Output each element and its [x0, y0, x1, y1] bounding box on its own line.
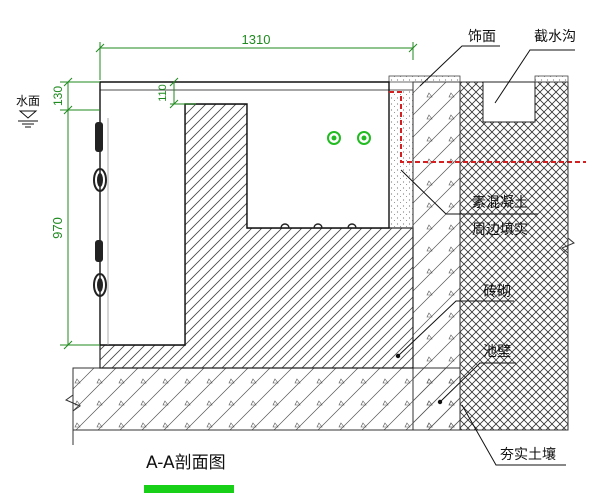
wall-fixtures: [93, 122, 107, 297]
drawing-title: A-A剖面图: [146, 453, 226, 473]
label-pool-wall: 池壁: [483, 344, 511, 360]
dimension-lines: [60, 42, 418, 350]
leader-lines: [397, 45, 575, 466]
foundation-slab: [72, 367, 461, 431]
dimension-width-label: 1310: [242, 32, 271, 47]
dimension-inner-step-label: 110: [157, 84, 169, 102]
floor-lights: [280, 223, 357, 229]
water-surface-label: 水面: [16, 94, 40, 108]
dimension-top-band-label: 130: [51, 86, 65, 106]
plain-concrete-strip: [388, 89, 414, 229]
dimension-height-label: 970: [50, 217, 65, 239]
compacted-soil-zone: [459, 81, 569, 431]
break-lines: [64, 82, 575, 445]
title-underline-bar: [144, 485, 234, 493]
label-drain-channel: 截水沟: [534, 29, 576, 45]
label-perimeter-fill: 周边填实: [472, 222, 528, 238]
facing-strip: [388, 75, 569, 83]
label-compacted-soil: 夯实土壤: [500, 446, 556, 463]
water-surface-icon: [18, 110, 38, 128]
nozzle-icon: [327, 131, 371, 145]
pool-outline: [99, 81, 390, 346]
label-plain-concrete: 素混凝土: [472, 195, 528, 211]
label-facing: 饰面: [468, 29, 496, 45]
label-brick-masonry: 砖砌: [483, 284, 511, 300]
